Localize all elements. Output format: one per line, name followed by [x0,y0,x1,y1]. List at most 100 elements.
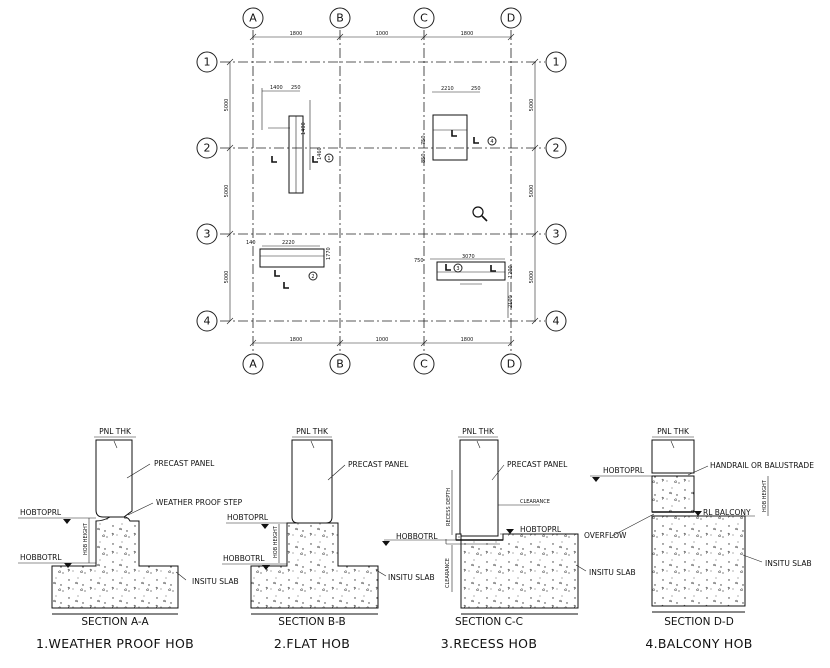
section-d-hob-height: HOB HEIGHT [762,479,768,512]
dim-top-bc: 1000 [376,31,389,37]
section-c-recess-depth: RECESS DEPTH [446,488,452,526]
panel4-dim-3: 1200 [508,265,514,278]
section-a-weather-proof-step: WEATHER PROOF STEP [156,498,243,507]
grid-label-3-right: 3 [553,228,560,241]
grid-label-a-bottom: A [249,358,257,371]
panel1-dim-2: 250 [291,85,301,91]
dim-bottom-ab: 1800 [290,337,303,343]
section-d-pnl-thk: PNL THK [657,427,690,436]
panel1-tag: 1 [327,156,330,162]
section-c-clearance-top: CLEARANCE [520,499,550,505]
grid-label-1-left: 1 [204,56,211,69]
section-a-title: SECTION A-A [81,616,149,628]
section-a-pnl-thk: PNL THK [99,427,132,436]
section-d-insitu-slab: INSITU SLAB [765,559,812,568]
grid-label-2-left: 2 [204,142,211,155]
section-b-name: 2.FLAT HOB [274,636,350,651]
grid-label-4-right: 4 [553,315,560,328]
dim-right-12: 5000 [529,99,535,112]
section-b-pnl-thk: PNL THK [296,427,329,436]
section-a-a: PNL THK HOBTOPRL HOBBOTRL HOB HEIGHT PRE… [18,427,243,651]
dim-left-34: 5000 [224,271,230,284]
grid-label-2-right: 2 [553,142,560,155]
section-b-b: PNL THK HOBTOPRL HOBBOTRL HOB HEIGHT PRE… [222,427,435,651]
section-a-hobbotrl: HOBBOTRL [20,553,62,562]
grid-label-b-bottom: B [336,358,344,371]
section-c-insitu-slab: INSITU SLAB [589,568,636,577]
grid-label-c-bottom: C [420,358,428,371]
dim-top-cd: 1800 [461,31,474,37]
grid-bubbles-left: 1 2 3 4 [196,51,218,332]
panel2-dim-2: 250 [471,86,481,92]
section-a-hob-height: HOB HEIGHT [83,522,89,555]
section-a-insitu-slab: INSITU SLAB [192,577,239,586]
grid-lines-vertical [252,30,512,352]
dimension-right: 5000 5000 5000 [529,58,539,325]
section-b-hobtoprl: HOBTOPRL [227,513,269,522]
dim-bottom-bc: 1000 [376,337,389,343]
section-a-hobtoprl: HOBTOPRL [20,508,62,517]
section-c-title: SECTION C-C [455,616,523,628]
panel3-dim-2: 2220 [282,240,295,246]
grid-label-a-top: A [249,12,257,25]
grid-label-c-top: C [420,12,428,25]
panel3-dim-3: 1770 [326,247,332,260]
section-b-hob-height: HOB HEIGHT [273,525,279,558]
grid-label-1-right: 1 [553,56,560,69]
section-d-d: PNL THK HOBTOPRL RL BALCONY HOB HEIGHT H… [584,427,814,651]
grid-label-d-bottom: D [507,358,515,371]
panel4-dim-2: 3070 [462,254,475,260]
grid-bubbles-bottom: A B C D [242,353,522,375]
panel2-dim-3: 750 [421,135,427,145]
plan-panel-2: 2210 250 750 850 4 [421,86,497,163]
panel1-dim-4: 1460 [317,147,323,160]
section-b-title: SECTION B-B [278,616,345,628]
grid-label-b-top: B [336,12,344,25]
plan-panel-4: 750 3070 1200 2100 3 [414,254,514,318]
panel3-dim-1: 140 [246,240,256,246]
floor-plan: A B C D A B C D 1 2 3 4 1 2 3 4 1800 [196,7,567,375]
section-c-c: PNL THK HOBBOTRL HOBTOPRL RECESS DEPTH C… [382,427,636,651]
grid-label-d-top: D [507,12,515,25]
plan-panel-3: 140 2220 1770 2 [246,240,332,289]
grid-lines-horizontal [220,61,545,322]
grid-label-4-left: 4 [204,315,211,328]
panel4-dim-1: 750 [414,258,424,264]
grid-bubbles-top: A B C D [242,7,522,29]
panel1-dim-3: 1400 [301,122,307,135]
dimension-top: 1800 1000 1800 [249,31,515,41]
section-a-name: 1.WEATHER PROOF HOB [36,636,194,651]
section-b-precast-panel: PRECAST PANEL [348,460,409,469]
dim-left-23: 5000 [224,185,230,198]
section-c-clearance-bottom: CLEARANCE [445,558,451,588]
dim-left-12: 5000 [224,99,230,112]
grid-bubbles-right: 1 2 3 4 [545,51,567,332]
panel1-dim-1: 1400 [270,85,283,91]
section-c-pnl-thk: PNL THK [462,427,495,436]
section-d-overflow: OVERFLOW [584,531,627,540]
dim-right-23: 5000 [529,185,535,198]
section-c-precast-panel: PRECAST PANEL [507,460,568,469]
section-b-insitu-slab: INSITU SLAB [388,573,435,582]
section-c-name: 3.RECESS HOB [441,636,537,651]
section-a-precast-panel: PRECAST PANEL [154,459,215,468]
panel2-dim-4: 850 [421,153,427,163]
dim-bottom-cd: 1800 [461,337,474,343]
panel4-tag: 3 [456,266,459,272]
dimension-left: 5000 5000 5000 [224,58,234,325]
section-d-handrail: HANDRAIL OR BALUSTRADE [710,461,814,470]
panel4-dim-4: 2100 [508,295,514,308]
dim-right-34: 5000 [529,271,535,284]
dimension-bottom: 1800 1000 1800 [249,337,515,347]
grid-label-3-left: 3 [204,228,211,241]
section-d-rl-balcony: RL BALCONY [703,508,751,517]
dim-top-ab: 1800 [290,31,303,37]
panel2-tag: 4 [490,139,493,145]
panel3-tag: 2 [311,274,314,280]
panel2-dim-1: 2210 [441,86,454,92]
section-d-title: SECTION D-D [664,616,734,628]
magnifier-cursor-icon[interactable] [472,206,488,222]
section-b-hobbotrl: HOBBOTRL [223,554,265,563]
section-d-name: 4.BALCONY HOB [645,636,752,651]
